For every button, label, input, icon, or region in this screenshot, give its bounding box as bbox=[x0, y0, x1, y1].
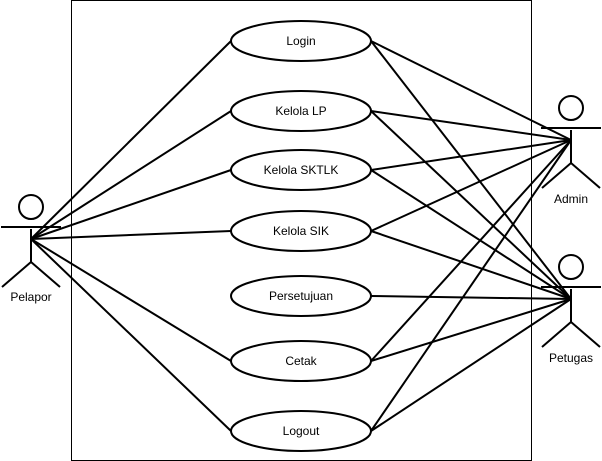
association-petugas-logout bbox=[370, 298, 572, 432]
associations bbox=[30, 40, 572, 432]
use-case-kelola-lp: Kelola LP bbox=[230, 90, 372, 132]
use-case-label: Kelola LP bbox=[275, 104, 326, 118]
association-pelapor-logout bbox=[30, 238, 232, 432]
actor-admin: Admin bbox=[541, 95, 601, 206]
use-case-label: Kelola SIK bbox=[273, 224, 329, 238]
association-admin-logout bbox=[370, 139, 572, 432]
actor-right-leg bbox=[30, 261, 61, 288]
use-case-label: Logout bbox=[283, 424, 320, 438]
use-case-label: Kelola SKTLK bbox=[264, 163, 339, 177]
actor-pelapor: Pelapor bbox=[1, 194, 61, 304]
use-case-ellipse bbox=[230, 410, 372, 452]
use-case-label: Cetak bbox=[285, 354, 317, 368]
association-pelapor-kelola-sktlk bbox=[30, 169, 232, 240]
actor-right-leg bbox=[570, 321, 601, 348]
use-case-persetujuan: Persetujuan bbox=[230, 275, 372, 317]
actor-head-icon bbox=[18, 194, 44, 220]
use-case-ellipse bbox=[230, 210, 372, 252]
association-admin-kelola-sik bbox=[370, 139, 572, 232]
use-case-ellipse bbox=[230, 20, 372, 62]
actor-label: Petugas bbox=[549, 351, 593, 365]
use-case-kelola-sktlk: Kelola SKTLK bbox=[230, 149, 372, 191]
association-petugas-cetak bbox=[370, 298, 572, 362]
association-pelapor-cetak bbox=[30, 238, 232, 362]
actor-right-leg bbox=[570, 162, 601, 189]
actor-head-icon bbox=[558, 95, 584, 121]
use-case-logout: Logout bbox=[230, 410, 372, 452]
actor-head-icon bbox=[558, 254, 584, 280]
association-admin-kelola-lp bbox=[370, 110, 572, 141]
use-case-ellipse bbox=[230, 149, 372, 191]
association-petugas-persetujuan bbox=[370, 295, 572, 300]
association-admin-cetak bbox=[370, 139, 572, 362]
use-case-kelola-sik: Kelola SIK bbox=[230, 210, 372, 252]
association-pelapor-kelola-sik bbox=[30, 230, 232, 240]
actor-left-leg bbox=[1, 261, 32, 288]
association-pelapor-login bbox=[30, 40, 232, 240]
actor-label: Pelapor bbox=[10, 290, 51, 304]
use-case-ellipse bbox=[230, 340, 372, 382]
association-petugas-login bbox=[370, 40, 572, 300]
use-case-ellipse bbox=[230, 90, 372, 132]
association-admin-login bbox=[370, 40, 572, 141]
association-petugas-kelola-sktlk bbox=[370, 169, 572, 300]
use-case-cetak: Cetak bbox=[230, 340, 372, 382]
use-case-label: Login bbox=[286, 34, 315, 48]
use-case-label: Persetujuan bbox=[269, 289, 333, 303]
actor-left-leg bbox=[541, 321, 572, 348]
actor-left-leg bbox=[541, 162, 572, 189]
association-petugas-kelola-sik bbox=[370, 230, 572, 300]
association-pelapor-kelola-lp bbox=[30, 110, 232, 240]
actor-petugas: Petugas bbox=[541, 254, 601, 365]
use-case-ellipse bbox=[230, 275, 372, 317]
association-petugas-kelola-lp bbox=[370, 110, 572, 300]
association-admin-kelola-sktlk bbox=[370, 139, 572, 171]
actor-label: Admin bbox=[554, 192, 588, 206]
use-case-login: Login bbox=[230, 20, 372, 62]
